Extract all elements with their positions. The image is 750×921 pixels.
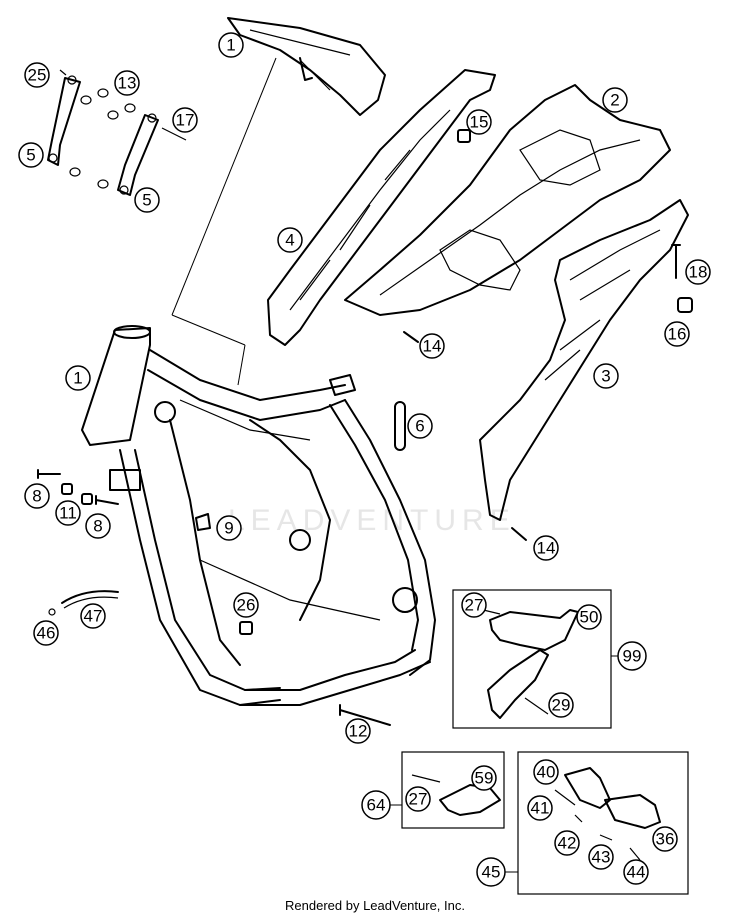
callout-5b: 5 [134,187,160,213]
watermark: LEADVENTURE [228,504,516,537]
callout-50: 50 [576,604,602,630]
callout-29: 29 [548,692,574,718]
svg-text:13: 13 [118,74,137,93]
callout-labels: 1 25 13 17 5 5 2 15 4 18 16 14 1 3 6 8 1… [18,32,711,887]
svg-text:8: 8 [32,487,41,506]
svg-text:42: 42 [558,834,577,853]
kit-45-group [505,751,689,895]
svg-text:43: 43 [592,848,611,867]
callout-45: 45 [476,857,506,887]
callout-99: 99 [617,641,647,671]
callout-43: 43 [588,844,614,870]
svg-text:9: 9 [224,519,233,538]
footer-credit: Rendered by LeadVenture, Inc. [285,898,465,913]
callout-42: 42 [554,830,580,856]
svg-text:16: 16 [668,325,687,344]
callout-7: 1 [218,32,244,58]
callout-2: 2 [602,87,628,113]
callout-25: 25 [24,62,50,88]
callout-59: 59 [471,765,497,791]
callout-8b: 8 [85,513,111,539]
svg-text:27: 27 [465,596,484,615]
watermark-text: LEADVENTURE [228,504,516,537]
callout-8a: 8 [24,483,50,509]
callout-18: 18 [685,259,711,285]
callout-27a: 27 [461,592,487,618]
svg-text:25: 25 [28,66,47,85]
svg-text:29: 29 [552,696,571,715]
callout-14a: 14 [419,333,445,359]
svg-text:1: 1 [73,369,82,388]
callout-16: 16 [664,321,690,347]
callout-3: 3 [593,363,619,389]
pin-part [394,401,406,451]
left-bolts-part [37,469,119,505]
svg-text:47: 47 [84,607,103,626]
svg-text:14: 14 [537,539,556,558]
svg-text:8: 8 [93,517,102,536]
plug-part [195,513,211,531]
svg-text:40: 40 [537,763,556,782]
rear-fender-part [344,84,671,316]
svg-text:14: 14 [423,337,442,356]
engine-brackets-part [47,69,187,196]
nut-bolt-part [239,621,391,726]
callout-15: 17 [172,107,198,133]
callout-17: 15 [466,109,492,135]
svg-text:6: 6 [415,417,424,436]
callout-13: 13 [114,70,140,96]
callout-5a: 5 [18,142,44,168]
callout-26: 26 [233,592,259,618]
kit-99-group [452,589,618,729]
svg-text:64: 64 [367,796,386,815]
callout-14b: 14 [533,535,559,561]
callout-9: 9 [216,515,242,541]
main-frame-part [81,325,436,706]
callout-27b: 27 [405,786,431,812]
svg-text:17: 17 [176,111,195,130]
svg-text:11: 11 [59,504,77,523]
callout-11: 11 [55,500,81,526]
callout-44: 44 [623,859,649,885]
svg-text:12: 12 [349,722,368,741]
svg-text:46: 46 [37,624,56,643]
callout-4: 4 [277,227,303,253]
svg-text:5: 5 [26,146,35,165]
svg-text:3: 3 [601,367,610,386]
svg-text:36: 36 [656,830,675,849]
hardware-parts [403,129,693,541]
callout-40: 40 [533,759,559,785]
svg-text:99: 99 [623,647,642,666]
kit-64-group [390,751,505,829]
subframe-right-part [479,199,689,521]
callout-47: 47 [80,603,106,629]
svg-text:45: 45 [482,863,501,882]
svg-text:2: 2 [610,91,619,110]
svg-text:59: 59 [475,769,494,788]
hose-part [48,590,119,616]
callout-41: 41 [527,795,553,821]
svg-text:44: 44 [627,863,646,882]
svg-text:5: 5 [142,191,151,210]
svg-text:50: 50 [580,608,599,627]
callout-64: 64 [361,790,391,820]
svg-text:4: 4 [285,231,294,250]
svg-text:27: 27 [409,790,428,809]
svg-text:41: 41 [531,799,550,818]
svg-text:26: 26 [237,596,256,615]
chain-guide-part [171,17,386,386]
svg-text:18: 18 [689,263,708,282]
callout-12: 12 [345,718,371,744]
callout-6: 6 [407,413,433,439]
svg-text:15: 15 [470,113,489,132]
callout-1: 1 [65,365,91,391]
svg-text:1: 1 [226,36,235,55]
subframe-left-part [267,69,496,346]
callout-46: 46 [33,620,59,646]
callout-36: 36 [652,826,678,852]
